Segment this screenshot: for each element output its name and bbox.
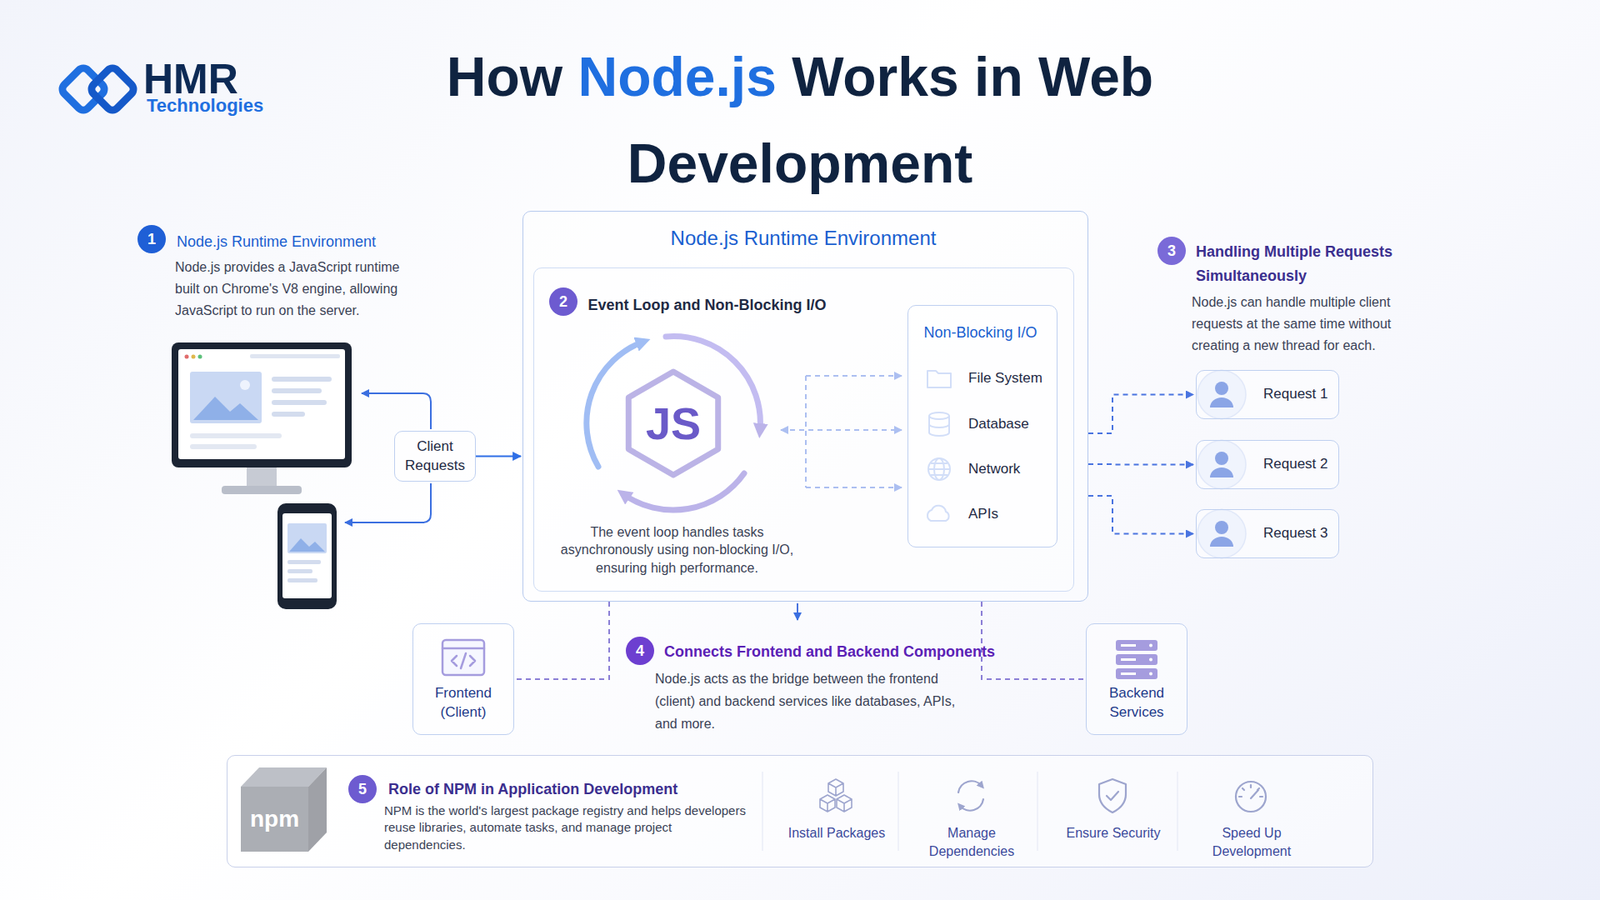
band-text: Role of NPM in Application Development <box>388 779 747 800</box>
logo-subtitle: Technologies <box>146 93 264 119</box>
title-word: Development <box>627 132 973 195</box>
npm-logo-text: npm <box>240 803 309 835</box>
box-label: Backend Services <box>1093 684 1180 723</box>
leader-arrow <box>361 393 431 430</box>
logo-mark <box>60 65 137 114</box>
io-item: Network <box>968 460 1052 480</box>
non-blocking-io-box: Non-Blocking I/O File SystemDatabaseNetwo… <box>907 305 1058 548</box>
title-word: How <box>446 45 563 108</box>
event-loop-panel: Event Loop and Non-Blocking I/O The event… <box>533 267 1075 592</box>
npm-band: Role of NPM in Application DevelopmentNP… <box>226 755 1374 868</box>
monitor-illustration <box>190 371 262 424</box>
monitor-illustration <box>271 388 322 394</box>
io-item: APIs <box>968 505 1052 525</box>
connector <box>1088 495 1194 535</box>
leader-arrow <box>345 483 431 523</box>
title-word: Web <box>1038 45 1154 108</box>
callout-number: 4 <box>625 636 655 665</box>
box-label: Request 3 <box>1263 524 1329 544</box>
monitor-illustration <box>171 342 352 495</box>
connector <box>1088 463 1194 466</box>
connector <box>475 455 521 457</box>
title-word: in <box>974 45 1024 108</box>
phone-illustration <box>287 560 321 565</box>
callout-number: 1 <box>137 225 166 254</box>
box-label: Frontend (Client) <box>420 684 507 723</box>
panel-text: The event loop handles tasks asynchronou… <box>544 523 811 578</box>
title-word: Node.js <box>577 45 776 108</box>
pointer-arrow <box>796 603 799 620</box>
monitor-illustration <box>190 433 282 439</box>
diagram-title: How Node.js Works in Web Development <box>366 33 1234 207</box>
phone-illustration <box>277 503 337 610</box>
title-word: Works <box>791 45 960 108</box>
monitor-illustration <box>246 467 277 486</box>
callout-number: 5 <box>348 775 377 804</box>
phone-illustration <box>287 578 318 583</box>
monitor-illustration <box>271 400 327 405</box>
monitor-illustration <box>240 380 250 390</box>
connector <box>981 601 1086 680</box>
client-requests-box: Client Requests <box>394 430 476 482</box>
callout-number: 3 <box>1157 236 1186 265</box>
logo-mark <box>60 65 108 114</box>
monitor-illustration <box>221 485 302 495</box>
phone-illustration <box>287 523 327 554</box>
request-box: Request 3 <box>1195 509 1340 559</box>
monitor-illustration <box>198 355 203 360</box>
monitor-illustration <box>271 411 305 417</box>
io-item: Database <box>968 415 1052 435</box>
phone-illustration <box>289 538 325 552</box>
monitor-illustration <box>193 396 259 420</box>
callout-number: 2 <box>549 287 578 316</box>
phone-illustration <box>277 503 337 610</box>
monitor-illustration <box>185 355 190 360</box>
section-body: Node.js acts as the bridge between the f… <box>655 667 968 735</box>
monitor-illustration <box>190 444 257 450</box>
monitor-illustration <box>191 355 196 360</box>
box-label: Request 1 <box>1263 385 1329 405</box>
monitor-illustration <box>271 376 332 382</box>
phone-illustration <box>282 513 332 599</box>
container-heading: Node.js Runtime Environment <box>523 225 1084 252</box>
monitor-illustration <box>171 342 352 468</box>
section-heading: Node.js Runtime Environment <box>176 231 444 252</box>
box-label: Request 2 <box>1263 455 1329 475</box>
pointer-arrow <box>796 603 799 620</box>
section-body: Node.js provides a JavaScript runtime bu… <box>175 256 417 322</box>
connector <box>1088 395 1194 435</box>
runtime-container: Node.js Runtime EnvironmentEvent Loop an… <box>522 210 1089 602</box>
request-box: Request 2 <box>1195 440 1340 490</box>
backend-box: Backend Services <box>1085 623 1188 735</box>
phone-illustration <box>287 569 313 574</box>
monitor-illustration <box>250 354 340 359</box>
band-text: NPM is the world's largest package regis… <box>384 802 755 854</box>
band-text: Ensure Security <box>1059 824 1168 843</box>
monitor-illustration <box>178 349 345 460</box>
panel-text: Event Loop and Non-Blocking I/O <box>588 295 922 315</box>
band-text: Manage Dependencies <box>917 824 1026 860</box>
box-label: Client Requests <box>401 437 469 476</box>
logo-mark <box>89 65 137 114</box>
io-item: File System <box>968 369 1052 389</box>
section-body: Node.js can handle multiple client reque… <box>1191 291 1396 357</box>
io-item: Non-Blocking I/O <box>908 322 1053 343</box>
band-text: Install Packages <box>782 824 891 843</box>
section-heading: Connects Frontend and Backend Components <box>664 641 1015 662</box>
section-heading: Handling Multiple Requests Simultaneousl… <box>1195 240 1405 289</box>
js-logo-text: JS <box>631 393 715 454</box>
band-text: Speed Up Development <box>1197 824 1306 860</box>
connector <box>514 601 610 680</box>
request-box: Request 1 <box>1195 370 1340 420</box>
frontend-box: Frontend (Client) <box>412 623 515 735</box>
